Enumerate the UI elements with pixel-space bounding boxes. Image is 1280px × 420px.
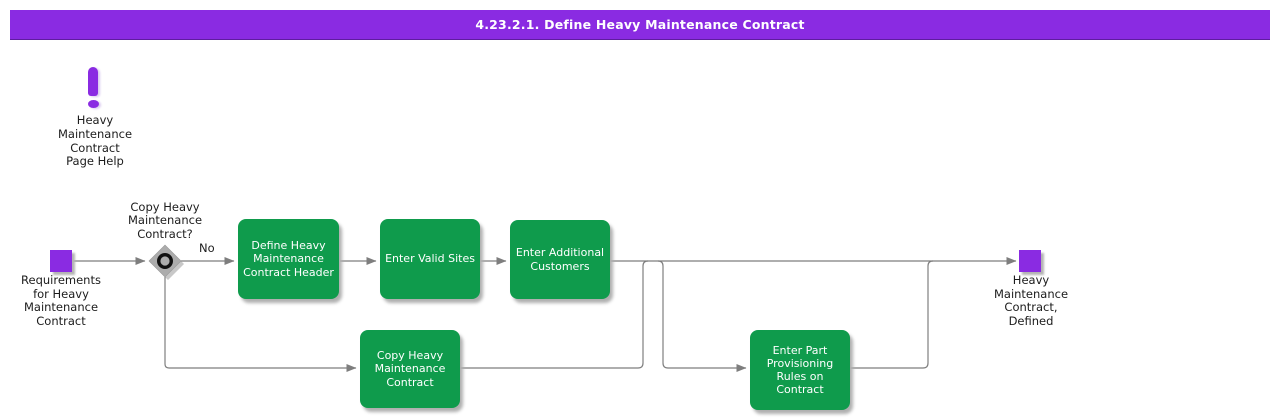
header-bar: 4.23.2.1. Define Heavy Maintenance Contr…: [10, 10, 1270, 40]
task-define-contract-header[interactable]: Define Heavy Maintenance Contract Header: [238, 219, 339, 299]
start-node[interactable]: [50, 250, 72, 272]
decision-diamond[interactable]: [148, 244, 182, 278]
task-label: Enter Part Provisioning Rules on Contrac…: [766, 343, 834, 397]
decision-no-label: No: [199, 241, 215, 255]
end-node[interactable]: [1019, 250, 1041, 272]
connector-main-to-partprov: [657, 260, 747, 372]
start-node-label: Requirements for Heavy Maintenance Contr…: [21, 273, 101, 328]
task-enter-valid-sites[interactable]: Enter Valid Sites: [380, 219, 480, 299]
task-label: Define Heavy Maintenance Contract Header: [243, 239, 334, 279]
connector-partprov-merge: [850, 260, 934, 369]
task-label: Enter Additional Customers: [515, 246, 605, 273]
page-help-label: Heavy Maintenance Contract Page Help: [57, 113, 133, 169]
exclamation-icon-dot[interactable]: [88, 100, 99, 108]
page-title: 4.23.2.1. Define Heavy Maintenance Contr…: [475, 17, 805, 32]
task-label: Enter Valid Sites: [385, 252, 475, 266]
task-enter-part-provisioning[interactable]: Enter Part Provisioning Rules on Contrac…: [750, 330, 850, 410]
task-enter-additional-customers[interactable]: Enter Additional Customers: [510, 220, 610, 299]
exclamation-icon-bar[interactable]: [88, 67, 98, 96]
task-label: Copy Heavy Maintenance Contract: [374, 349, 446, 389]
decision-question-label: Copy Heavy Maintenance Contract?: [127, 200, 203, 241]
end-node-label: Heavy Maintenance Contract, Defined: [993, 273, 1069, 328]
task-copy-contract[interactable]: Copy Heavy Maintenance Contract: [360, 330, 460, 408]
